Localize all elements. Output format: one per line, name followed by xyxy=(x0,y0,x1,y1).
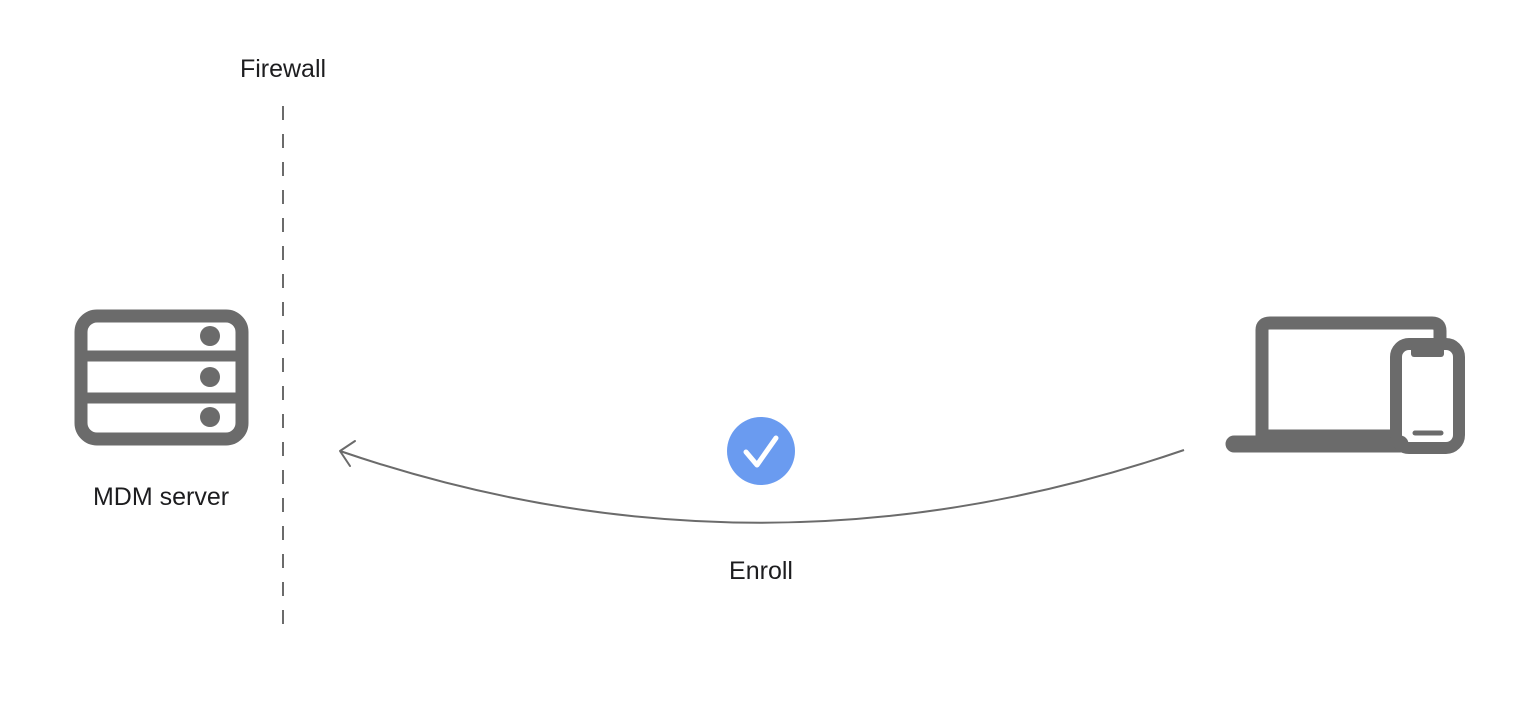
laptop-phone-icon xyxy=(1225,316,1465,454)
checkmark-circle-icon xyxy=(727,417,795,485)
firewall-label: Firewall xyxy=(239,55,327,83)
arrowhead xyxy=(339,440,356,467)
enroll-label: Enroll xyxy=(729,557,793,585)
server-label: MDM server xyxy=(92,483,230,511)
enroll-arrow xyxy=(339,449,1185,524)
server-icon xyxy=(74,309,249,446)
